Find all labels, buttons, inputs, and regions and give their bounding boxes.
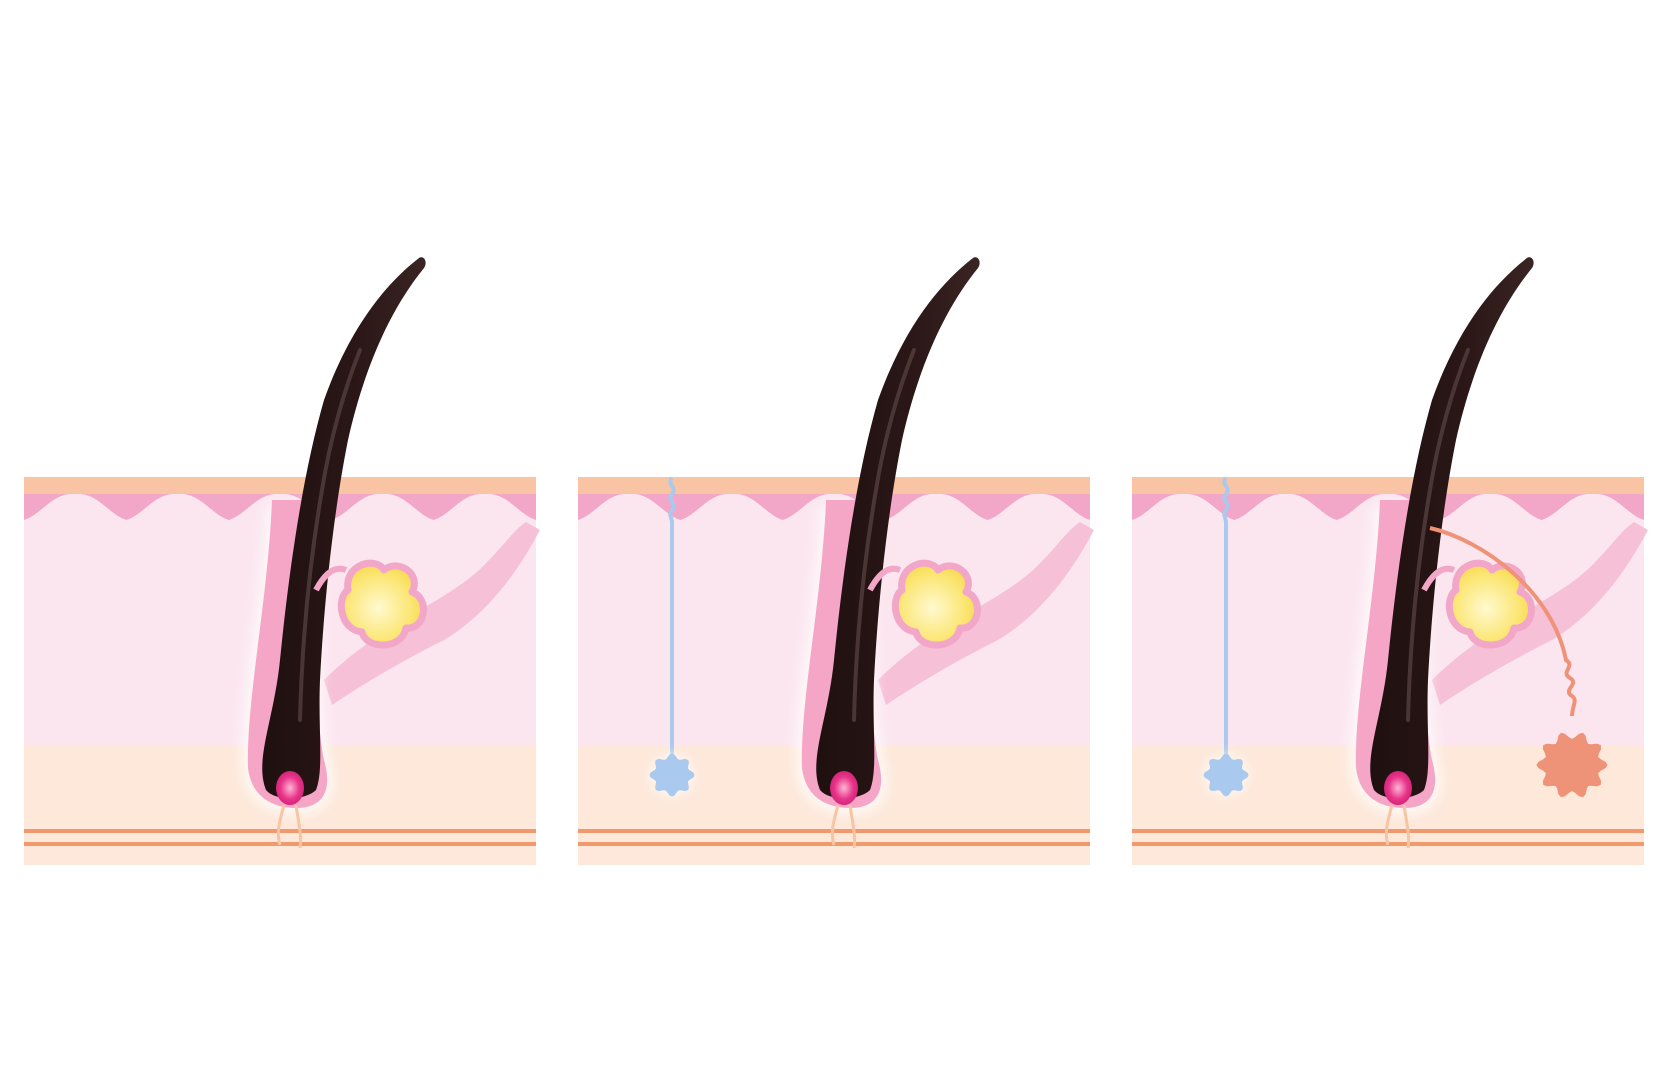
- epidermis: [578, 493, 1090, 520]
- arrector-pili-muscle: [324, 522, 540, 705]
- epidermis: [24, 493, 536, 520]
- sebaceous-gland: [891, 559, 981, 649]
- hair-papilla: [276, 771, 304, 805]
- sebaceous-gland: [1445, 559, 1535, 649]
- fascia-line: [24, 829, 536, 833]
- panel-3: [1132, 257, 1648, 865]
- sebaceous-gland: [337, 559, 427, 649]
- fascia-line: [1132, 829, 1644, 833]
- hair-highlight: [1406, 348, 1470, 722]
- sebaceous-duct: [867, 565, 902, 592]
- panel-1: [24, 257, 540, 865]
- papilla-vessels: [830, 804, 856, 849]
- stratum-corneum: [24, 477, 536, 494]
- hair-highlight: [298, 348, 362, 722]
- stratum-corneum: [578, 477, 1090, 494]
- panel-2: [578, 257, 1094, 865]
- fascia-line: [578, 829, 1090, 833]
- eccrine-sweat-gland: [649, 753, 695, 797]
- apocrine-sweat-gland: [1536, 732, 1608, 798]
- stratum-corneum: [1132, 477, 1644, 494]
- hair-highlight: [852, 348, 916, 722]
- hair-papilla: [1384, 771, 1412, 805]
- arrector-pili-muscle: [1432, 522, 1648, 705]
- eccrine-duct: [668, 476, 676, 755]
- eccrine-sweat-gland: [1203, 753, 1249, 797]
- sebaceous-duct: [313, 565, 348, 592]
- arrector-pili-muscle: [878, 522, 1094, 705]
- eccrine-duct: [1222, 476, 1230, 755]
- apocrine-duct: [1429, 526, 1577, 717]
- papilla-vessels: [276, 804, 302, 849]
- hair-papilla: [830, 771, 858, 805]
- sebaceous-duct: [1421, 565, 1456, 592]
- papilla-vessels: [1384, 804, 1410, 849]
- epidermis: [1132, 493, 1644, 520]
